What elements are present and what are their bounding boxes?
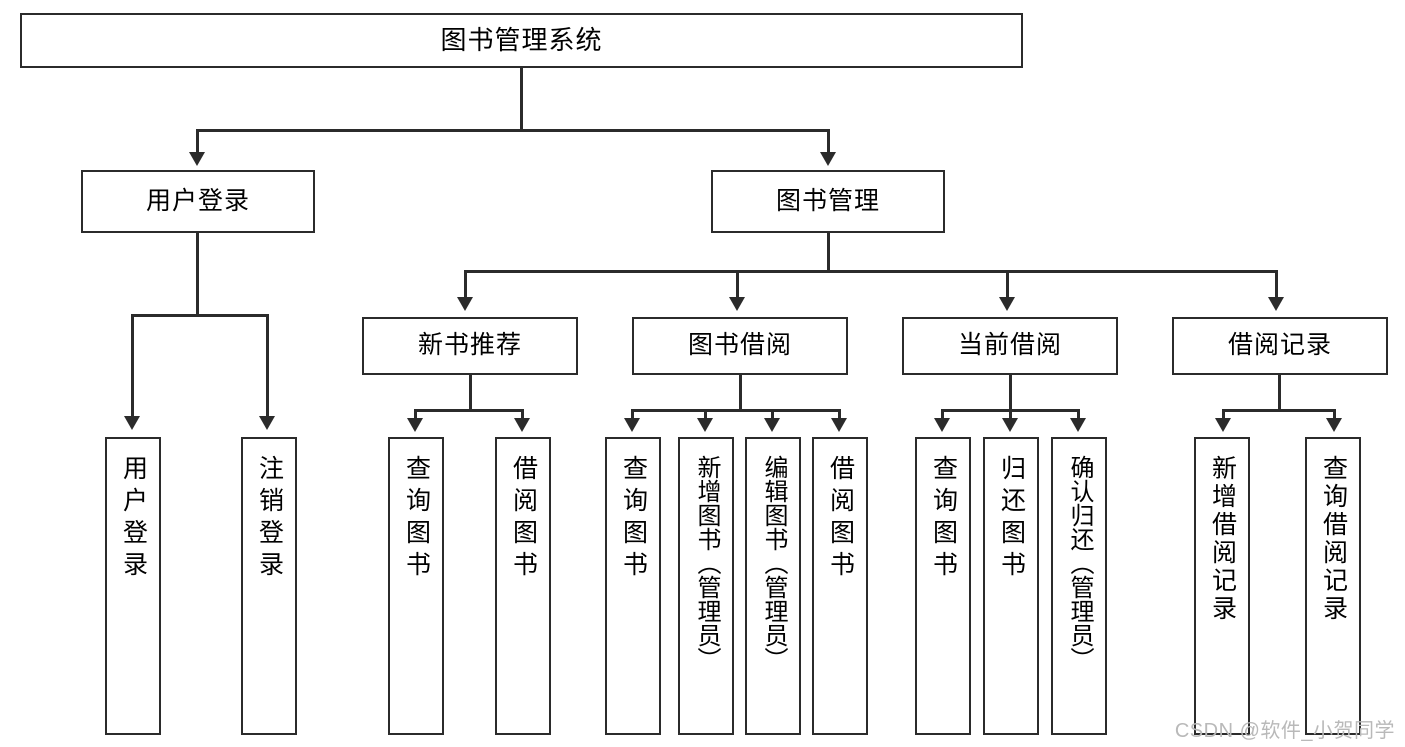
arrowhead-leaf-add-book [697, 418, 713, 432]
connector-current-borrow-drop-1 [941, 409, 944, 421]
connector-user-login-bus [131, 314, 268, 317]
connector-user-login-drop-1 [131, 314, 134, 419]
arrowhead-leaf-borrow-book-2 [831, 418, 847, 432]
node-leaf-borrow-book-2[interactable]: 借阅图书 [812, 437, 868, 735]
connector-current-borrow-drop-3 [1077, 409, 1080, 421]
arrowhead-to-current-borrow [999, 297, 1015, 311]
connector-user-login-drop-2 [266, 314, 269, 419]
node-leaf-edit-book[interactable]: 编辑图书（管理员） [745, 437, 801, 735]
node-book-manage[interactable]: 图书管理 [711, 170, 945, 233]
connector-book-borrow-drop-1 [631, 409, 634, 421]
connector-book-manage-stem [827, 233, 830, 270]
node-leaf-add-record-label: 新增借阅记录 [1208, 455, 1237, 623]
node-leaf-query-book-3-label: 查询图书 [929, 455, 958, 583]
arrowhead-leaf-add-record [1215, 418, 1231, 432]
arrowhead-leaf-query-book-2 [624, 418, 640, 432]
connector-to-borrow-record [1275, 270, 1278, 300]
arrowhead-leaf-query-book-3 [934, 418, 950, 432]
node-leaf-query-record-label: 查询借阅记录 [1319, 455, 1348, 623]
connector-to-book-manage [827, 129, 830, 155]
node-book-borrow[interactable]: 图书借阅 [632, 317, 848, 375]
node-borrow-record-label: 借阅记录 [1227, 331, 1332, 360]
arrowhead-leaf-confirm-return [1070, 418, 1086, 432]
node-leaf-confirm-return-label: 确认归还（管理员） [1066, 455, 1093, 671]
node-new-book-recommend-label: 新书推荐 [417, 331, 522, 360]
arrowhead-to-user-login [189, 152, 205, 166]
node-book-borrow-label: 图书借阅 [687, 331, 792, 360]
node-leaf-query-book-3[interactable]: 查询图书 [915, 437, 971, 735]
arrowhead-to-book-borrow [729, 297, 745, 311]
node-leaf-borrow-book-1-label: 借阅图书 [509, 455, 538, 583]
connector-book-borrow-stem [739, 375, 742, 410]
node-leaf-borrow-book-2-label: 借阅图书 [826, 455, 855, 583]
connector-book-borrow-bus [631, 409, 841, 412]
node-root-book-management-system[interactable]: 图书管理系统 [20, 13, 1023, 68]
connector-new-book-recommend-bus [414, 409, 524, 412]
node-leaf-user-login-label: 用户登录 [119, 455, 148, 583]
connector-book-borrow-drop-2 [704, 409, 707, 421]
arrowhead-leaf-edit-book [764, 418, 780, 432]
node-root-label: 图书管理系统 [440, 25, 603, 56]
node-leaf-query-book-2[interactable]: 查询图书 [605, 437, 661, 735]
node-leaf-edit-book-label: 编辑图书（管理员） [760, 455, 787, 671]
node-current-borrow[interactable]: 当前借阅 [902, 317, 1118, 375]
node-user-login-label: 用户登录 [145, 186, 250, 215]
connector-borrow-record-stem [1278, 375, 1281, 410]
connector-to-user-login [196, 129, 199, 155]
connector-new-book-recommend-stem [469, 375, 472, 410]
arrowhead-leaf-user-login [124, 416, 140, 430]
node-user-login[interactable]: 用户登录 [81, 170, 315, 233]
arrowhead-to-borrow-record [1268, 297, 1284, 311]
arrowhead-leaf-logout [259, 416, 275, 430]
connector-root-stem [520, 68, 523, 129]
node-book-manage-label: 图书管理 [775, 186, 880, 215]
node-leaf-user-login[interactable]: 用户登录 [105, 437, 161, 735]
node-leaf-borrow-book-1[interactable]: 借阅图书 [495, 437, 551, 735]
node-leaf-query-book-1-label: 查询图书 [402, 455, 431, 583]
arrowhead-to-new-book-recommend [457, 297, 473, 311]
connector-borrow-record-drop-1 [1222, 409, 1225, 421]
node-current-borrow-label: 当前借阅 [957, 331, 1062, 360]
arrowhead-leaf-borrow-book-1 [514, 418, 530, 432]
node-leaf-logout-label: 注销登录 [255, 455, 284, 583]
connector-book-borrow-drop-4 [838, 409, 841, 421]
node-leaf-add-book[interactable]: 新增图书（管理员） [678, 437, 734, 735]
arrowhead-to-book-manage [820, 152, 836, 166]
node-new-book-recommend[interactable]: 新书推荐 [362, 317, 578, 375]
node-leaf-return-book[interactable]: 归还图书 [983, 437, 1039, 735]
connector-to-new-book-recommend [464, 270, 467, 300]
node-leaf-add-book-label: 新增图书（管理员） [693, 455, 720, 671]
arrowhead-leaf-query-book-1 [407, 418, 423, 432]
connector-new-book-drop-2 [521, 409, 524, 421]
node-borrow-record[interactable]: 借阅记录 [1172, 317, 1388, 375]
connector-book-borrow-drop-3 [771, 409, 774, 421]
connector-borrow-record-drop-2 [1333, 409, 1336, 421]
connector-to-book-borrow [736, 270, 739, 300]
connector-current-borrow-drop-2 [1009, 409, 1012, 421]
connector-current-borrow-stem [1009, 375, 1012, 410]
node-leaf-logout[interactable]: 注销登录 [241, 437, 297, 735]
node-leaf-query-record[interactable]: 查询借阅记录 [1305, 437, 1361, 735]
connector-new-book-drop-1 [414, 409, 417, 421]
node-leaf-confirm-return[interactable]: 确认归还（管理员） [1051, 437, 1107, 735]
connector-level2-bus [196, 129, 830, 132]
node-leaf-query-book-2-label: 查询图书 [619, 455, 648, 583]
arrowhead-leaf-query-record [1326, 418, 1342, 432]
node-leaf-return-book-label: 归还图书 [997, 455, 1026, 583]
connector-borrow-record-bus [1222, 409, 1336, 412]
node-leaf-add-record[interactable]: 新增借阅记录 [1194, 437, 1250, 735]
connector-user-login-stem [196, 233, 199, 314]
node-leaf-query-book-1[interactable]: 查询图书 [388, 437, 444, 735]
connector-level3-bus [464, 270, 1278, 273]
csdn-watermark: CSDN @软件_小贺同学 [1174, 720, 1395, 742]
arrowhead-leaf-return-book [1002, 418, 1018, 432]
connector-to-current-borrow [1006, 270, 1009, 300]
